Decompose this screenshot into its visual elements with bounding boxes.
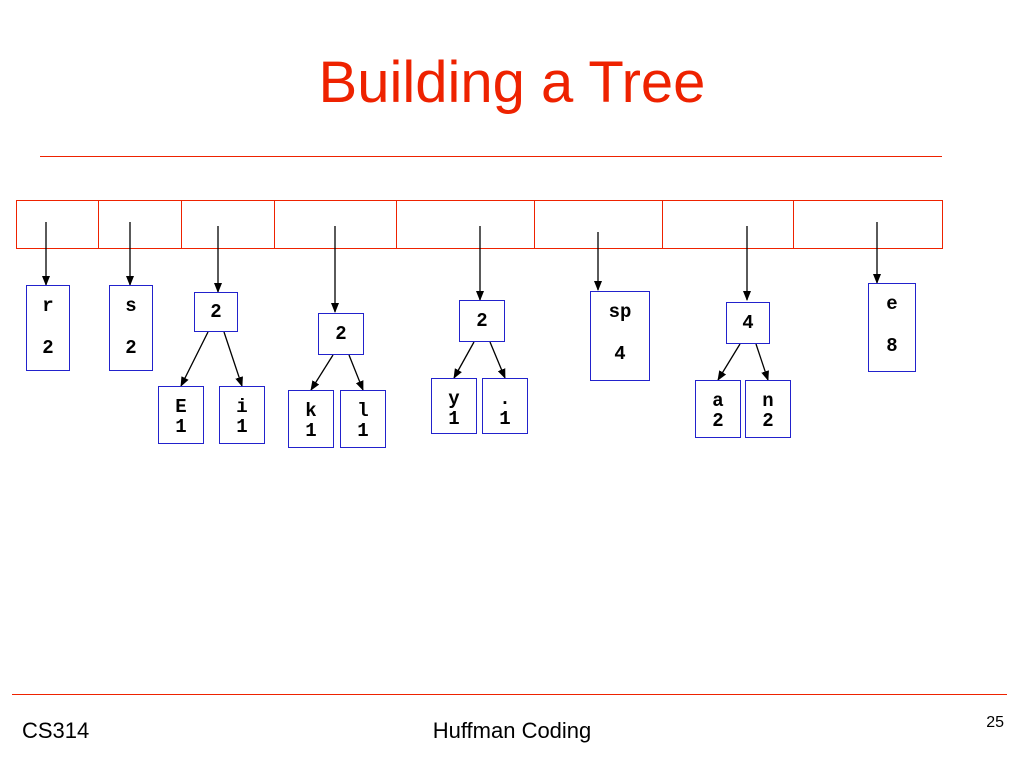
child-edge-arrow [223,331,243,387]
footer-topic: Huffman Coding [432,718,592,743]
node-character: a [712,390,724,412]
node-character: sp [608,301,632,323]
node-frequency: 2 [210,301,222,323]
queue-slot-divider [181,201,182,248]
node-frequency: 2 [42,337,54,359]
node-character: y [448,388,460,410]
footer-divider [12,694,1007,695]
node-frequency: 4 [614,343,626,365]
internal-node: 2 [459,300,505,342]
node-frequency: 2 [476,310,488,332]
node-frequency: 1 [499,408,511,430]
child-edge-arrow [180,331,209,387]
child-edge-arrow [489,341,506,379]
node-character: l [357,400,369,422]
child-edge-arrow [717,343,741,381]
internal-node: 4 [726,302,770,344]
footer-course: CS314 [22,718,90,743]
node-character: k [305,400,317,422]
queue-slot-divider [662,201,663,248]
node-character: e [886,293,898,315]
node-frequency: 1 [448,408,460,430]
node-frequency: 2 [712,410,724,432]
node-frequency: 2 [335,323,347,345]
page-number: 25 [986,714,1004,731]
queue-slot-divider [396,201,397,248]
child-edge-arrow [453,341,475,379]
node-frequency: 2 [762,410,774,432]
queue-slot-divider [274,201,275,248]
node-character: s [125,295,137,317]
node-frequency: 2 [125,337,137,359]
node-frequency: 1 [305,420,317,442]
leaf-node-sp: sp 4 [590,291,650,381]
child-edge-arrow [755,343,769,381]
node-frequency: 8 [886,335,898,357]
node-frequency: 1 [175,416,187,438]
queue-slot-divider [98,201,99,248]
queue-slot-divider [534,201,535,248]
internal-node: 2 [318,313,364,355]
node-frequency: 1 [357,420,369,442]
child-edge-arrow [310,354,334,391]
node-character: . [499,388,511,410]
node-character: i [236,396,248,418]
node-character: E [175,396,187,418]
internal-node: 2 [194,292,238,332]
leaf-node-period: .1 [482,378,528,434]
node-frequency: 1 [236,416,248,438]
node-character: n [762,390,774,412]
slide-title: Building a Tree [318,50,706,115]
queue-slot-divider [793,201,794,248]
node-character: r [42,295,54,317]
child-edge-arrow [348,354,364,391]
title-divider [40,156,942,157]
node-frequency: 4 [742,312,754,334]
